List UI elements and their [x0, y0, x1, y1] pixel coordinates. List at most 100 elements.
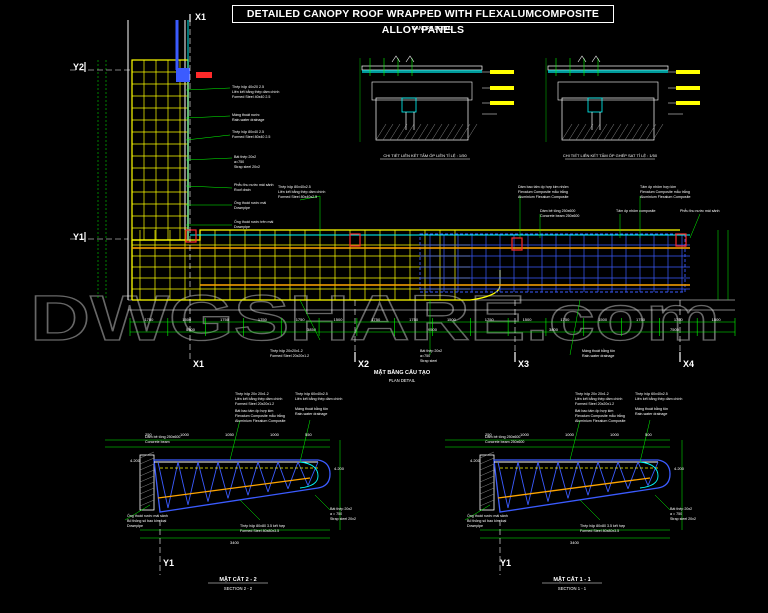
section-note: Bố thông số bao kim loại	[467, 519, 507, 523]
section-dim-label: 250	[145, 432, 152, 437]
plan-dim-label: 1750	[258, 317, 268, 322]
axis-x4: X4	[683, 359, 694, 369]
section-note: Aluminium Flexalum Composite	[235, 419, 286, 423]
plan-note: Tấm ốp nhôm composite	[616, 209, 656, 213]
section-note: Strap steel 20x2	[670, 517, 696, 521]
watermark: DWGSHARE.com	[30, 282, 720, 354]
plan-dim-label: 1750	[144, 317, 154, 322]
section-1-1	[445, 419, 683, 575]
plan-note: Phễu thu nước mái sảnh	[680, 208, 720, 213]
plan-bottom-note: Thép hộp 20x20x1.2	[270, 349, 303, 353]
plan-dim-label: 1750	[560, 317, 570, 322]
plan-dim-label: 1750	[371, 317, 381, 322]
canopy-detail-heading: CANOPY DETAIL	[412, 26, 452, 32]
plan-note: Aluminium Flexalum Composite	[640, 195, 691, 199]
section-note: Bát bao tấm ốp hợp kim	[235, 409, 273, 413]
section-note: Dầm bê tông 250x600	[485, 435, 520, 439]
section-note: Flexalum Composite mẫu trắng	[575, 413, 625, 418]
plan-note: Formed Steel 80x40 2.5	[232, 135, 270, 139]
plan-dim-label: 1500	[523, 317, 533, 322]
plan-note: Strap steel 20x2	[234, 165, 260, 169]
plan-bottom-note: a=750	[420, 354, 430, 358]
plan-dim-label: 1500	[712, 317, 722, 322]
plan-dim-label: 1750	[409, 317, 419, 322]
section-dim-label: 1050	[225, 432, 235, 437]
section-note: Concrete beam	[145, 440, 170, 444]
section-note: Rain-water drainage	[295, 412, 327, 416]
plan-total-dim-label: 7500	[670, 327, 680, 332]
section-note: Máng thoát bằng tôn	[295, 406, 328, 411]
plan-note: Thép hộp 80x40 2.5	[232, 130, 264, 134]
plan-note: Ống thoát nước trên mái	[234, 219, 274, 224]
section-note: Formed Steel 20x20x1.2	[235, 402, 274, 406]
section-2-2	[105, 419, 341, 575]
section1-axis-y1: Y1	[500, 558, 511, 568]
section-note: Máng thoát bằng tôn	[635, 406, 668, 411]
section-note: Concrete beam 250x600	[485, 440, 524, 444]
axis-x1-bottom: X1	[193, 359, 204, 369]
plan-note: Dầm bê tông 250x600	[540, 209, 575, 213]
plan-note: Roof drain	[234, 188, 251, 192]
plan-note: Formed Steel 80x40x2.5	[278, 195, 317, 199]
section-note: a = 750	[670, 512, 682, 516]
axis-y1: Y1	[73, 232, 84, 242]
canopy-detail: CANOPY DETAIL	[359, 26, 700, 160]
plan-detail: 1750 1500 1750 1750 1750 1500 1750 1750 1500 1750…	[70, 20, 736, 360]
section-dim-label: 3400	[570, 540, 580, 545]
plan-note: Concrete beam 250x600	[540, 214, 579, 218]
axis-y2: Y2	[73, 62, 84, 72]
plan-note: Thép hộp 40x20 2.5	[232, 85, 264, 89]
section-note: Strap steel 20x2	[330, 517, 356, 521]
plan-note: Flexalum Composite mẫu trắng	[640, 189, 690, 194]
plan-note: Rain-water drainage	[232, 118, 264, 122]
section-note: Thép hộp 80x80 3.5 kết hợp	[580, 524, 625, 528]
plan-note: Liên kết bằng thép dầm chính	[278, 189, 325, 194]
section2-title-vn: MẶT CẮT 2 - 2	[219, 575, 256, 583]
plan-dim-label: 1500	[334, 317, 344, 322]
section-note: Thép hộp 20x 20x1.2	[235, 392, 269, 396]
section-note: Liên kết bằng thép dầm chính	[635, 396, 682, 401]
section-dim-label: 500	[645, 432, 652, 437]
plan-dim-label: 1750	[636, 317, 646, 322]
section-dim-label: 4.200	[470, 458, 481, 463]
section-note: Ống thoát nước mái sảnh	[127, 513, 168, 518]
section-note: Downpipe	[467, 524, 483, 528]
plan-dim-label: 1500	[182, 317, 192, 322]
plan-note: Tấm ốp nhôm hợp kim	[640, 185, 676, 189]
section-dim-label: 1000	[565, 432, 575, 437]
plan-note: Liên kết bằng thép dầm chính	[232, 89, 279, 94]
section-note: Thép hộp 80x80 3.5 kết hợp	[240, 524, 285, 528]
plan-bottom-note: Formed Steel 20x20x1.2	[270, 354, 309, 358]
plan-note: Downpipe	[234, 225, 250, 229]
section-dim-label: 1000	[610, 432, 620, 437]
canopy-right-caption: CHI TIẾT LIÊN KẾT TẤM ỐP GHÉP SAT TỈ LỆ …	[563, 153, 658, 158]
section-note: Liên kết bằng thép dầm chính	[235, 396, 282, 401]
plan-note: Aluminium Flexalum Composite	[518, 195, 569, 199]
plan-note: Ống thoát nước mái	[234, 200, 266, 205]
plan-dim-label: 1750	[220, 317, 230, 322]
section-dim-label: 4.200	[334, 466, 345, 471]
plan-note: Dầm bao tấm ốp hợp kim nhôm	[518, 185, 569, 189]
plan-bottom-note: Rain-water drainage	[582, 354, 614, 358]
plan-dim-label: 1750	[485, 317, 495, 322]
plan-title-en: PLAN DETAIL	[389, 378, 416, 383]
section1-title-en: SECTION 1 - 1	[558, 586, 587, 591]
section-note: Formed Steel 20x20x1.2	[575, 402, 614, 406]
plan-note: Flexalum Composite mẫu trắng	[518, 189, 568, 194]
section-note: Formed Steel 80x80x3.5	[240, 529, 279, 533]
plan-total-dim-label: 5500	[186, 327, 196, 332]
section-dim-label: 1000	[180, 432, 190, 437]
plan-total-dim-label: 3850	[307, 327, 317, 332]
section-dim-label: 4.200	[130, 458, 141, 463]
plan-total-dim-label: 3800	[549, 327, 559, 332]
section-note: Liên kết bằng thép dầm chính	[575, 396, 622, 401]
section-note: Flexalum Composite mẫu trắng	[235, 413, 285, 418]
section2-axis-y1: Y1	[163, 558, 174, 568]
canopy-left-caption: CHI TIẾT LIÊN KẾT TẤM ỐP LIÊN TỈ LỆ : 1/…	[383, 153, 467, 158]
plan-bottom-note: Bát thép 20x2	[420, 349, 442, 353]
section-note: Aluminium Flexalum Composite	[575, 419, 626, 423]
plan-note: Bát thép 20x2	[234, 155, 256, 159]
section-note: a = 750	[330, 512, 342, 516]
plan-bottom-note: Máng thoát bằng tôn	[582, 348, 615, 353]
